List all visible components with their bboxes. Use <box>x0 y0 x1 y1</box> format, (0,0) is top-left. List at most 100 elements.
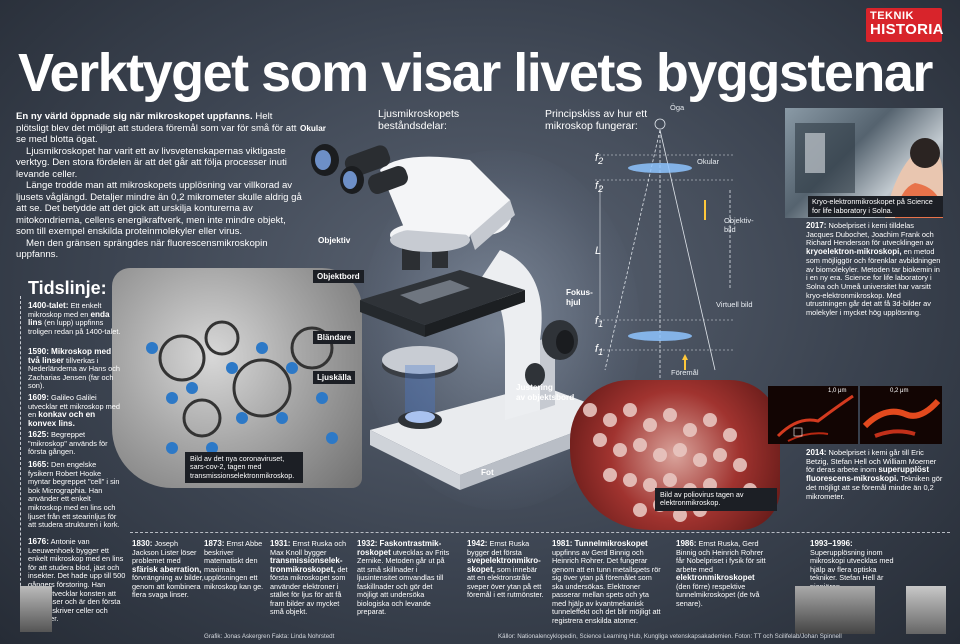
entry-year: 1830: <box>132 539 153 548</box>
timeline-entry: 1609: Galileo Galilei utvecklar ett mikr… <box>28 393 123 428</box>
diagram-f1-lower: f1 <box>595 343 603 357</box>
text-2017-post: en metod som möjliggör och förenklar avb… <box>806 247 941 318</box>
principle-heading: Principskiss av hur ett mikroskop funger… <box>545 108 648 132</box>
timeline-entry: 1986: Ernst Ruska, Gerd Binnig och Heinr… <box>676 539 768 608</box>
entry-pre: Ernst Ruska, Gerd Binnig och Heinrich Ro… <box>676 539 766 574</box>
cryo-caption: Kryo-elektronmikroskopet på Science for … <box>808 196 943 217</box>
timeline-entry: 1942: Ernst Ruska bygger det första svep… <box>467 539 547 600</box>
text-2014-post: Tekniken gör det möjligt att se föremål … <box>806 474 943 501</box>
entry-pre: Joseph Jackson Lister löser problemet me… <box>132 539 197 565</box>
brand-logo <box>866 8 942 42</box>
f2-letter: f <box>595 152 599 164</box>
timeline-entry: 1981: Tunnelmikroskopet uppfinns av Gerd… <box>552 539 662 625</box>
f1-sub-2: 1 <box>598 347 604 358</box>
brand-line2: HISTORIA <box>870 21 944 38</box>
diagram-L: L <box>595 245 602 257</box>
scale-1: 1,0 μm <box>828 388 847 394</box>
entry-post: det första mikroskopet som använder elek… <box>270 564 348 616</box>
entry-pre: Ernst Ruska bygger det första <box>467 539 530 557</box>
f1-letter-2: f <box>595 343 599 355</box>
fluorescence-drawing-2 <box>862 398 941 438</box>
entry-post: (den förre) respektive tunnelmikroskopet… <box>676 581 760 608</box>
text-2017-bold: kryoelektron-mikroskopi, <box>806 247 902 257</box>
timeline-entry: 1590: Mikroskop med två linser tillverka… <box>28 347 123 391</box>
page-title: Verktyget som visar livets byggstenar <box>18 43 933 103</box>
entry-pre: Den engelske fysikern Robert Hooke mynta… <box>28 460 120 530</box>
entry-pre: Galileo Galilei utvecklar ett mikroskop … <box>28 393 121 420</box>
timeline-bottom-line <box>130 532 950 533</box>
credit-right: Källor: Nationalencyklopedin, Science Le… <box>498 633 842 640</box>
diagram-eye-label: Öga <box>670 103 685 112</box>
intro-p2: Ljusmikroskopet har varit ett av livsvet… <box>16 145 287 180</box>
f2-sub-2: 2 <box>598 184 604 195</box>
entry-year: 1676: <box>28 537 49 546</box>
entry-bold: Mikroskop med två linser <box>28 347 112 365</box>
brand-line1: TEKNIK <box>870 10 914 22</box>
entry-bold: konkav och en konvex lins. <box>28 410 96 428</box>
text-2017-pre: Nobelpriset i kemi tilldelas Jacques Dub… <box>806 221 934 248</box>
f2-letter-2: f <box>595 180 599 192</box>
entry-pre: Ernst Ruska och Max Knoll bygger <box>270 539 347 557</box>
entry-post: utvecklas av Frits Zernike. Metoden går … <box>357 547 450 616</box>
entry-post: tillverkas i Nederländerna av Hans och Z… <box>28 355 121 391</box>
entry-pre: Ernst Abbe beskriver matematiskt den max… <box>204 539 264 591</box>
diagram-objective-image: Objektiv- bild <box>724 216 754 234</box>
entry-bold: sfärisk aberration, <box>132 564 202 574</box>
timeline-entry: 1993–1996: Superupplösning inom mikrosko… <box>810 539 902 591</box>
entry-post: (en lupp) uppfinns troligen redan på 140… <box>28 318 121 336</box>
diagram-virtual-image: Virtuell bild <box>716 300 753 309</box>
f1-letter: f <box>595 315 599 327</box>
diagram-ocular-label: Okular <box>697 157 720 166</box>
label-stage: Objektbord <box>313 270 364 283</box>
entry-pre: Superupplösning inom mikroskopi utveckla… <box>810 547 894 591</box>
entry-pre: Begreppet "mikroskop" används för första… <box>28 430 108 457</box>
diagram-f2-lower: f2 <box>595 180 603 194</box>
label-diaphragm: Bländare <box>313 331 356 344</box>
scale-2: 0,2 μm <box>890 388 909 394</box>
timeline-entry: 1830: Joseph Jackson Lister löser proble… <box>132 539 204 600</box>
entry-year: 1981: <box>552 539 573 548</box>
microscope-illustration <box>311 144 620 490</box>
entry-pre: Ett enkelt mikroskop med en <box>28 301 102 319</box>
intro-p4: Men den gränsen sprängdes när fluorescen… <box>16 237 268 261</box>
timeline-2017: 2017: Nobelpriset i kemi tilldelas Jacqu… <box>806 221 942 318</box>
timeline-entry: 1932: Faskontrastmik-roskopet utvecklas … <box>357 539 451 617</box>
timeline-entry: 1625: Begreppet "mikroskop" används för … <box>28 430 123 457</box>
entry-post: förvrängning av bilder, genom att kombin… <box>132 573 204 599</box>
timeline-line <box>20 296 21 616</box>
timeline-2014: 2014: Nobelpriset i kemi går till Eric B… <box>806 448 944 501</box>
fluorescence-image-2 <box>860 386 942 444</box>
entry-bold: Faskontrastmik-roskopet <box>357 539 442 557</box>
label-light-source: Ljuskälla <box>313 371 356 384</box>
fluorescence-drawing-1 <box>776 394 854 442</box>
entry-year: 1942: <box>467 539 488 548</box>
timeline-entry: 1400-talet: Ett enkelt mikroskop med en … <box>28 301 123 336</box>
entry-year: 1400-talet: <box>28 301 69 310</box>
entry-bold: Tunnelmikroskopet <box>574 539 648 548</box>
portrait-photo-2 <box>906 586 946 634</box>
f1-sub: 1 <box>598 319 604 330</box>
corona-caption: Bild av det nya coronaviruset, sars-cov-… <box>185 452 303 484</box>
label-foot: Fot <box>481 468 494 477</box>
entry-post: uppfinns av Gerd Binnig och Heinrich Roh… <box>552 547 661 625</box>
label-ocular: Okular <box>300 124 326 133</box>
label-objective: Objektiv <box>318 236 351 245</box>
label-focus: Fokus- hjul <box>566 288 593 307</box>
diagram-object-label: Föremål <box>671 368 699 377</box>
entry-bold: elektronmikroskopet <box>676 573 755 582</box>
entry-bold: transmissionselek-tronmikroskopet, <box>270 556 343 574</box>
nobel-photo <box>795 586 875 634</box>
fluorescence-image-1 <box>768 386 858 444</box>
text-2014-bold: superupplöst fluorescens-mikroskopi. <box>806 465 929 484</box>
year-2017: 2017: <box>806 221 827 230</box>
portrait-photo <box>20 586 52 632</box>
entry-year: 1665: <box>28 460 49 469</box>
timeline-entry: 1873: Ernst Abbe beskriver matematiskt d… <box>204 539 266 591</box>
timeline-heading: Tidslinje: <box>28 278 107 298</box>
principle-diagram <box>595 118 735 380</box>
label-adjust: Justering av objektsbord <box>516 383 575 402</box>
f2-sub: 2 <box>598 156 604 167</box>
entry-year: 1625: <box>28 430 49 439</box>
timeline-entry: 1931: Ernst Ruska och Max Knoll bygger t… <box>270 539 352 617</box>
diagram-f2-upper: f2 <box>595 152 603 166</box>
